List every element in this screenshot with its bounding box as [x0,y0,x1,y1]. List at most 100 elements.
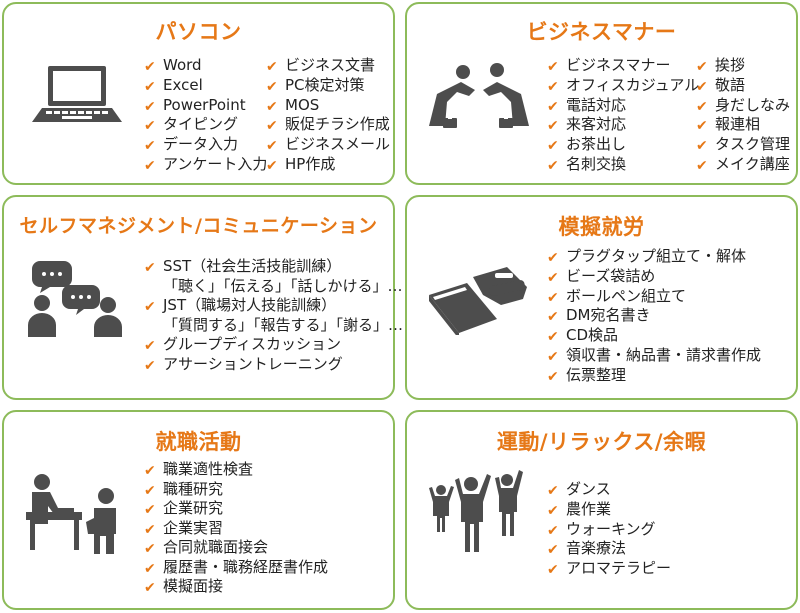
check-icon: ✔ [547,157,559,174]
manner-list-col1: ✔ビジネスマナー ✔オフィスカジュアル ✔電話対応 ✔来客対応 ✔お茶出し ✔名… [547,56,699,175]
check-icon: ✔ [144,138,156,155]
check-icon: ✔ [696,118,708,135]
list-item: ✔タイピング [144,115,267,135]
check-icon: ✔ [266,138,278,155]
list-item: ✔プラグタップ組立て・解体 [547,247,761,267]
list-item: ✔ダンス [547,480,671,500]
conversation-icon [28,261,122,337]
check-icon: ✔ [696,138,708,155]
mock-work-list: ✔プラグタップ組立て・解体 ✔ビーズ袋詰め ✔ボールペン組立て ✔DM宛名書き … [547,247,761,386]
list-item: ✔挨拶 [696,56,790,76]
list-item: ✔報連相 [696,115,790,135]
check-icon: ✔ [547,483,559,499]
check-icon: ✔ [547,250,559,266]
list-item: ✔電話対応 [547,96,699,116]
check-icon: ✔ [696,157,708,174]
check-icon: ✔ [547,309,559,326]
check-icon: ✔ [547,98,559,115]
check-icon: ✔ [144,482,156,499]
check-icon: ✔ [547,289,559,306]
self-management-list: ✔SST（社会生活技能訓練） 「聴く」「伝える」「話しかける」… ✔JST（職場… [144,257,403,374]
list-item: ✔職業適性検査 [144,460,328,480]
check-icon: ✔ [144,541,156,557]
list-item: ✔合同就職面接会 [144,538,328,558]
card-business-manner: ビジネスマナー ✔ビジネスマナー ✔オフィスカジュアル ✔電話対応 ✔来客対応 … [405,2,798,185]
list-item: ✔販促チラシ作成 [266,115,390,135]
list-item: ✔履歴書・職務経歴書作成 [144,558,328,578]
check-icon: ✔ [547,562,559,579]
list-item: ✔ボールペン組立て [547,287,761,307]
card-title: 運動/リラックス/余暇 [496,430,707,454]
check-icon: ✔ [144,157,156,174]
list-item: ✔伝票整理 [547,366,761,386]
list-item: ✔農作業 [547,500,671,520]
list-item: ✔敬語 [696,76,790,96]
pc-list-col2: ✔ビジネス文書 ✔PC検定対策 ✔MOS ✔販促チラシ作成 ✔ビジネスメール ✔… [266,56,390,175]
list-item: ✔ビーズ袋詰め [547,267,761,287]
check-icon: ✔ [547,502,559,519]
list-item: ✔身だしなみ [696,96,790,116]
card-title: セルフマネジメント/コミュニケーション [19,215,378,237]
check-icon: ✔ [547,542,559,559]
card-title: ビジネスマナー [526,20,677,44]
manner-list-col2: ✔挨拶 ✔敬語 ✔身だしなみ ✔報連相 ✔タスク管理 ✔メイク講座 [696,56,790,175]
card-exercise-relax: 運動/リラックス/余暇 ✔ダンス ✔農作業 ✔ウォーキング ✔音楽療法 ✔アロマ… [405,410,798,610]
check-icon: ✔ [547,138,559,155]
list-item: ✔ビジネスマナー [547,56,699,76]
list-item: ✔Excel [144,76,267,96]
check-icon: ✔ [266,78,278,95]
cheering-people-icon [429,470,523,552]
card-title: 模擬就労 [558,215,645,239]
check-icon: ✔ [266,98,278,115]
list-item: 「質問する」「報告する」「謝る」… [163,315,404,334]
check-icon: ✔ [547,78,559,95]
check-icon: ✔ [547,348,559,365]
check-icon: ✔ [144,521,156,538]
list-item: ✔企業実習 [144,519,328,539]
list-item: ✔アロマテラピー [547,559,671,579]
check-icon: ✔ [144,78,156,95]
list-item: ✔CD検品 [547,326,761,346]
card-title: パソコン [155,20,242,44]
list-item: ✔JST（職場対人技能訓練） [144,296,403,316]
list-item: ✔PowerPoint [144,96,267,116]
list-item: ✔アサーショントレーニング [144,355,403,375]
check-icon: ✔ [144,118,156,135]
stapler-book-icon [429,267,527,335]
list-item: ✔グループディスカッション [144,335,403,355]
check-icon: ✔ [144,463,156,479]
list-item: ✔来客対応 [547,115,699,135]
check-icon: ✔ [144,98,156,115]
check-icon: ✔ [144,59,156,75]
check-icon: ✔ [547,118,559,135]
check-icon: ✔ [266,157,278,174]
pc-list-col1: ✔Word ✔Excel ✔PowerPoint ✔タイピング ✔データ入力 ✔… [144,56,267,175]
list-item: ✔お茶出し [547,135,699,155]
list-item: ✔ビジネスメール [266,135,390,155]
exercise-list: ✔ダンス ✔農作業 ✔ウォーキング ✔音楽療法 ✔アロマテラピー [547,480,671,579]
check-icon: ✔ [547,329,559,346]
list-item: ✔タスク管理 [696,135,790,155]
bowing-people-icon [429,63,529,128]
check-icon: ✔ [547,368,559,385]
list-item: ✔PC検定対策 [266,76,390,96]
check-icon: ✔ [547,59,559,75]
list-item: 「聴く」「伝える」「話しかける」… [163,276,403,295]
list-item: ✔アンケート入力 [144,155,267,175]
list-item: ✔音楽療法 [547,539,671,559]
list-item: ✔HP作成 [266,155,390,175]
list-item: ✔模擬面接 [144,577,328,597]
laptop-icon [32,66,122,122]
check-icon: ✔ [696,78,708,95]
check-icon: ✔ [144,260,156,276]
check-icon: ✔ [144,560,156,577]
check-icon: ✔ [547,522,559,539]
list-item: ✔メイク講座 [696,155,790,175]
list-item: ✔オフィスカジュアル [547,76,699,96]
list-item: ✔Word [144,56,267,76]
check-icon: ✔ [144,502,156,518]
card-title: 就職活動 [155,430,242,454]
list-item: ✔ビジネス文書 [266,56,390,76]
check-icon: ✔ [266,59,278,75]
list-item: ✔MOS [266,96,390,116]
